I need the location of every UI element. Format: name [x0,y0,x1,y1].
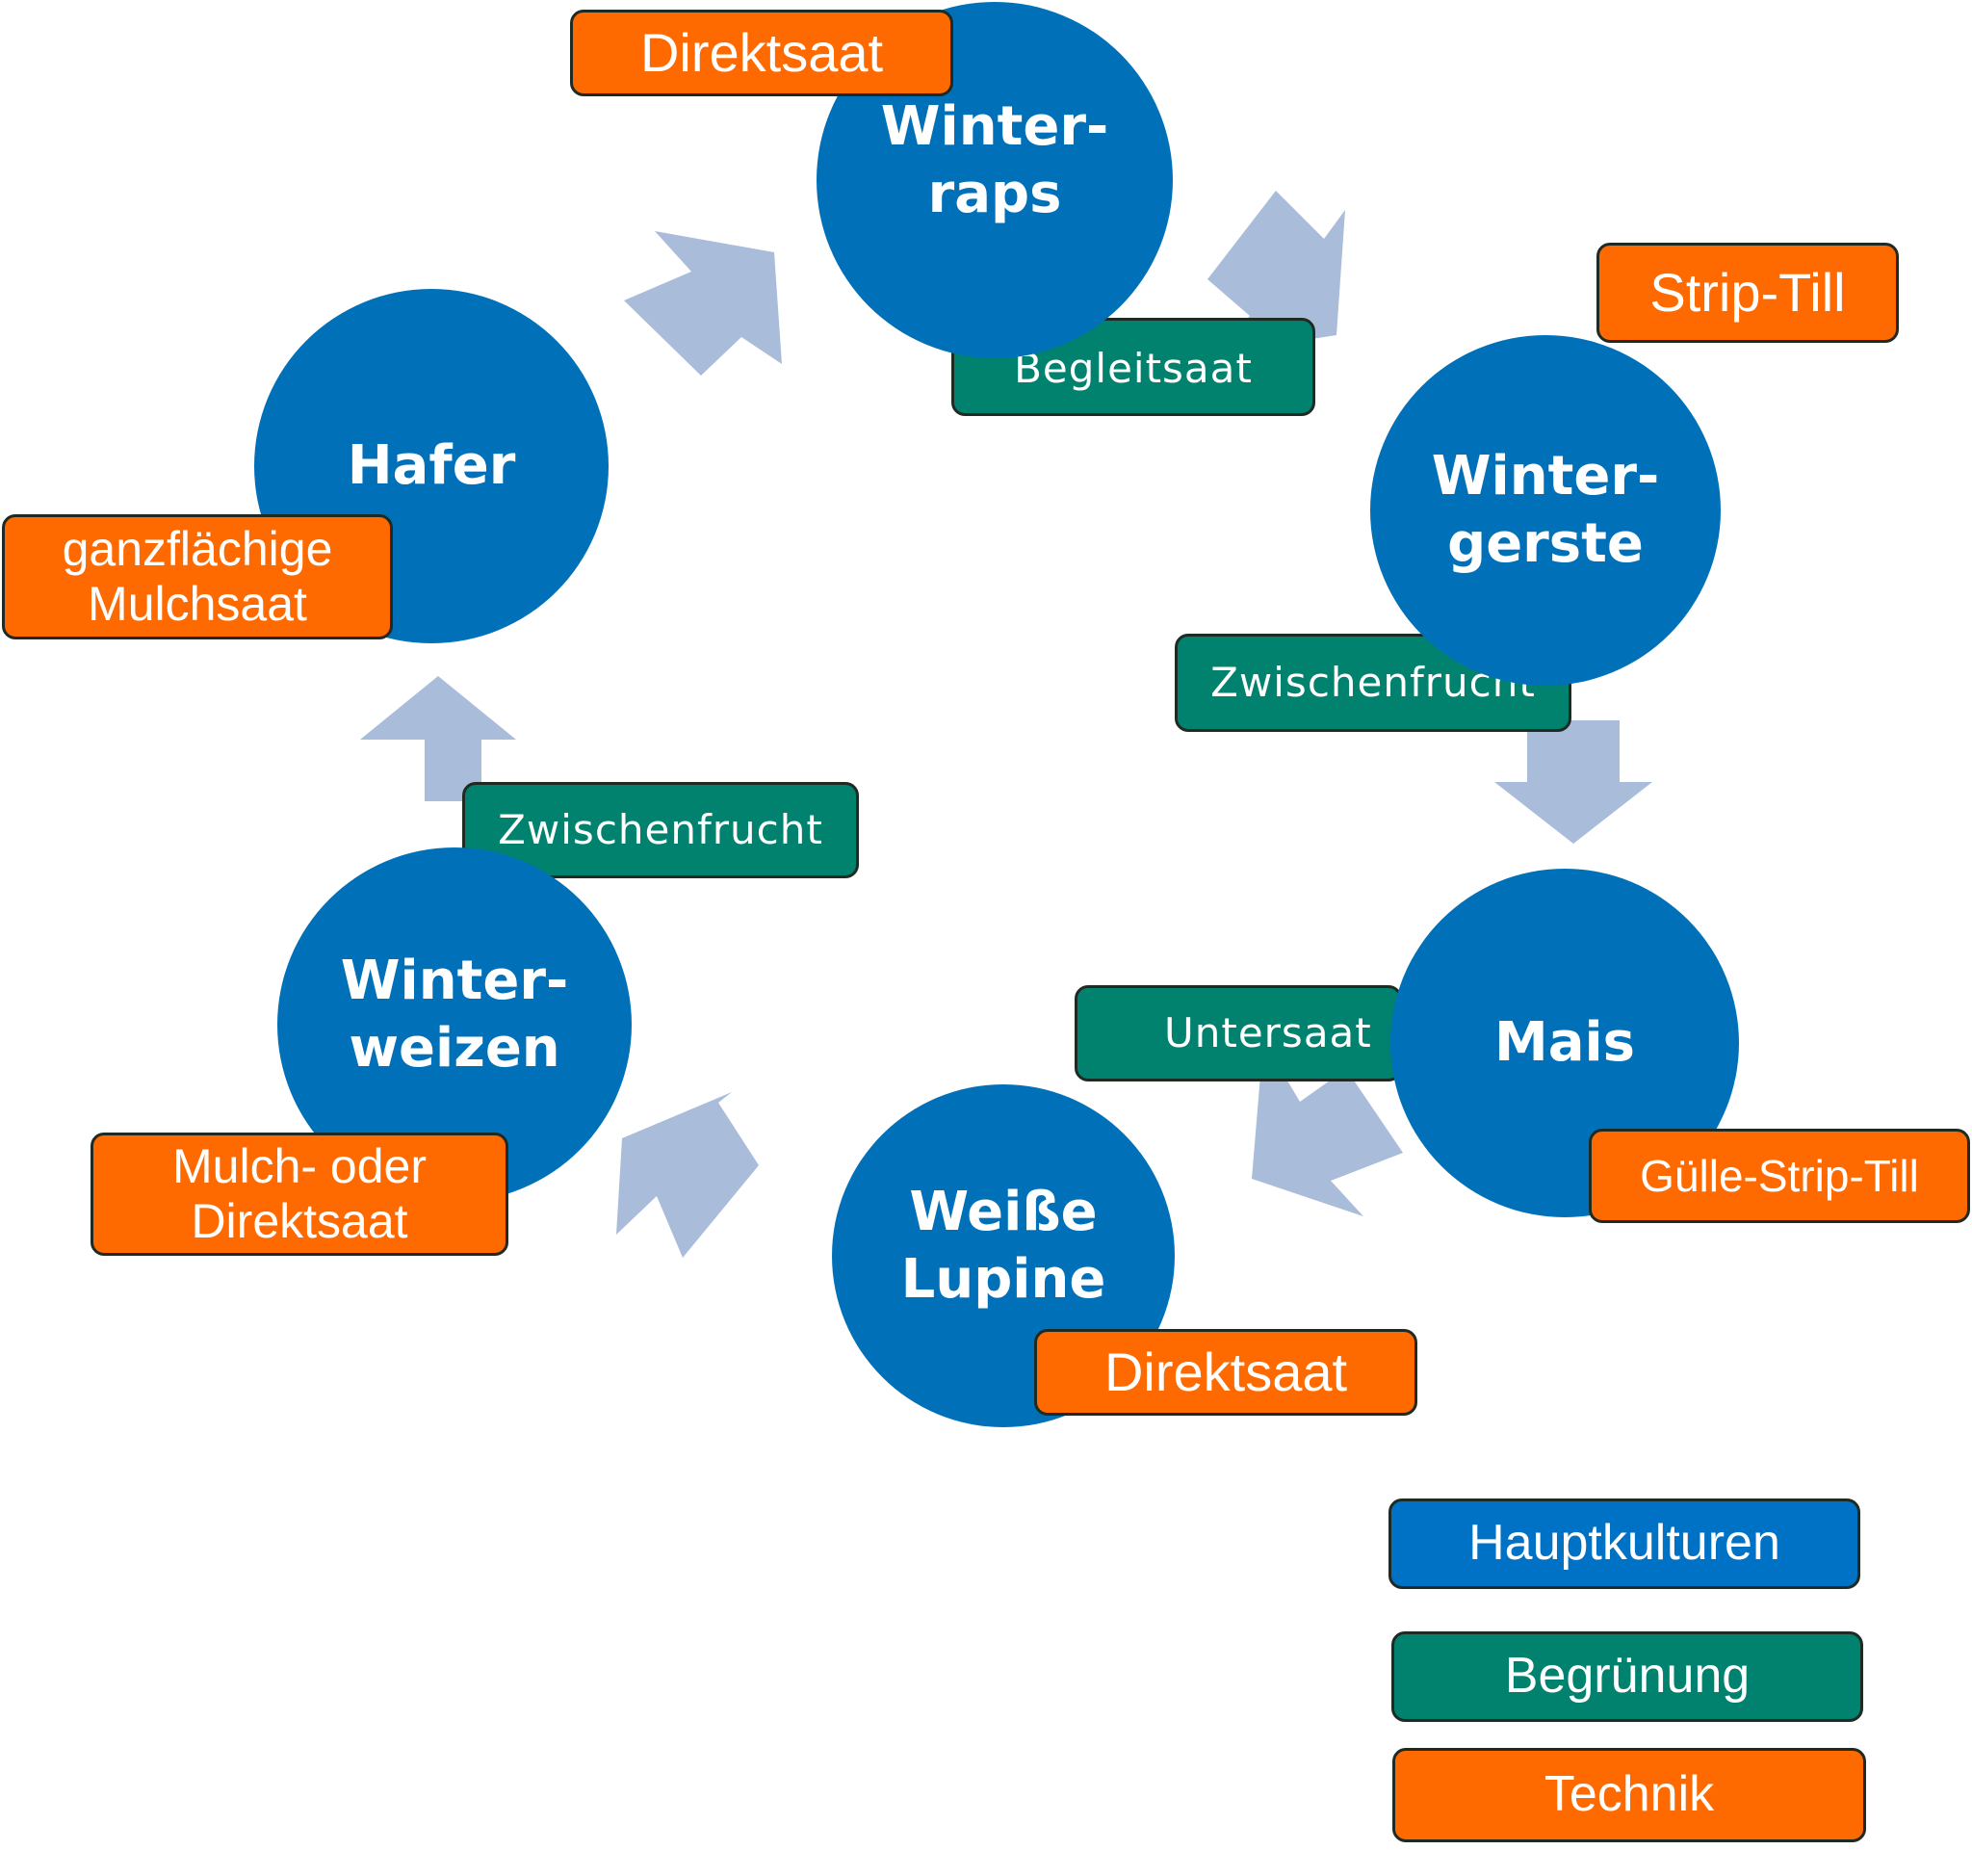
crop-name-line: gerste [1447,512,1644,575]
arrow-wintergerste-to-mais [1494,720,1652,844]
crop-name-line: Mais [1493,1011,1636,1074]
legend-item-hauptkulturen: Hauptkulturen [1388,1498,1860,1589]
begruenung-text: Untersaat [1164,1008,1372,1056]
crop-name-line: Lupine [900,1248,1106,1311]
technik-label-weisse-lupine: Direktsaat [1034,1329,1417,1416]
arrow-hafer-to-winterraps [624,231,782,376]
technik-text-line: Mulchsaat [88,577,307,631]
arrow-winterraps-to-wintergerste [1207,191,1345,354]
arrow-mais-to-lupine [1252,1040,1403,1216]
technik-label-winterraps: Direktsaat [570,10,953,96]
arrow-lupine-to-winterweizen [616,1092,759,1258]
begruenung-label-winterweizen: Zwischenfrucht [462,782,859,878]
technik-label-wintergerste: Strip-Till [1596,243,1899,343]
crop-name-line: Winter- [880,95,1109,158]
legend-label: Begrünung [1504,1648,1751,1705]
technik-label-winterweizen: Mulch- oder Direktsaat [91,1133,508,1256]
legend-item-begruenung: Begrünung [1391,1631,1863,1722]
technik-text: Strip-Till [1649,261,1846,323]
crop-name-line: Winter- [1431,445,1660,508]
crop-name-line: Weiße [909,1181,1098,1243]
technik-text: Direktsaat [639,21,884,83]
crop-name-line: weizen [349,1017,560,1080]
crop-name-line: Hafer [347,434,516,497]
technik-label-mais: Gülle-Strip-Till [1589,1129,1970,1223]
technik-text-line: Mulch- oder [172,1138,427,1193]
arrow-winterweizen-to-hafer [360,676,516,801]
legend-label: Technik [1544,1766,1715,1823]
legend-item-technik: Technik [1392,1748,1866,1842]
begruenung-text: Begleitsaat [1014,344,1253,392]
crop-wintergerste: Winter- gerste [1370,335,1721,686]
begruenung-label-mais: Untersaat [1075,985,1402,1081]
technik-text-line: Direktsaat [191,1194,408,1248]
technik-text: Gülle-Strip-Till [1640,1150,1919,1201]
legend-label: Hauptkulturen [1468,1515,1780,1572]
technik-text: Direktsaat [1103,1341,1348,1402]
crop-winterraps: Winter- raps [817,2,1173,358]
begruenung-text: Zwischenfrucht [498,805,823,853]
crop-name-line: raps [927,163,1062,225]
begruenung-label-wintergerste: Zwischenfrucht [1175,634,1571,732]
crop-name-line: Winter- [340,950,569,1012]
technik-text-line: ganzflächige [62,521,333,576]
technik-label-hafer: ganzflächige Mulchsaat [2,514,393,639]
